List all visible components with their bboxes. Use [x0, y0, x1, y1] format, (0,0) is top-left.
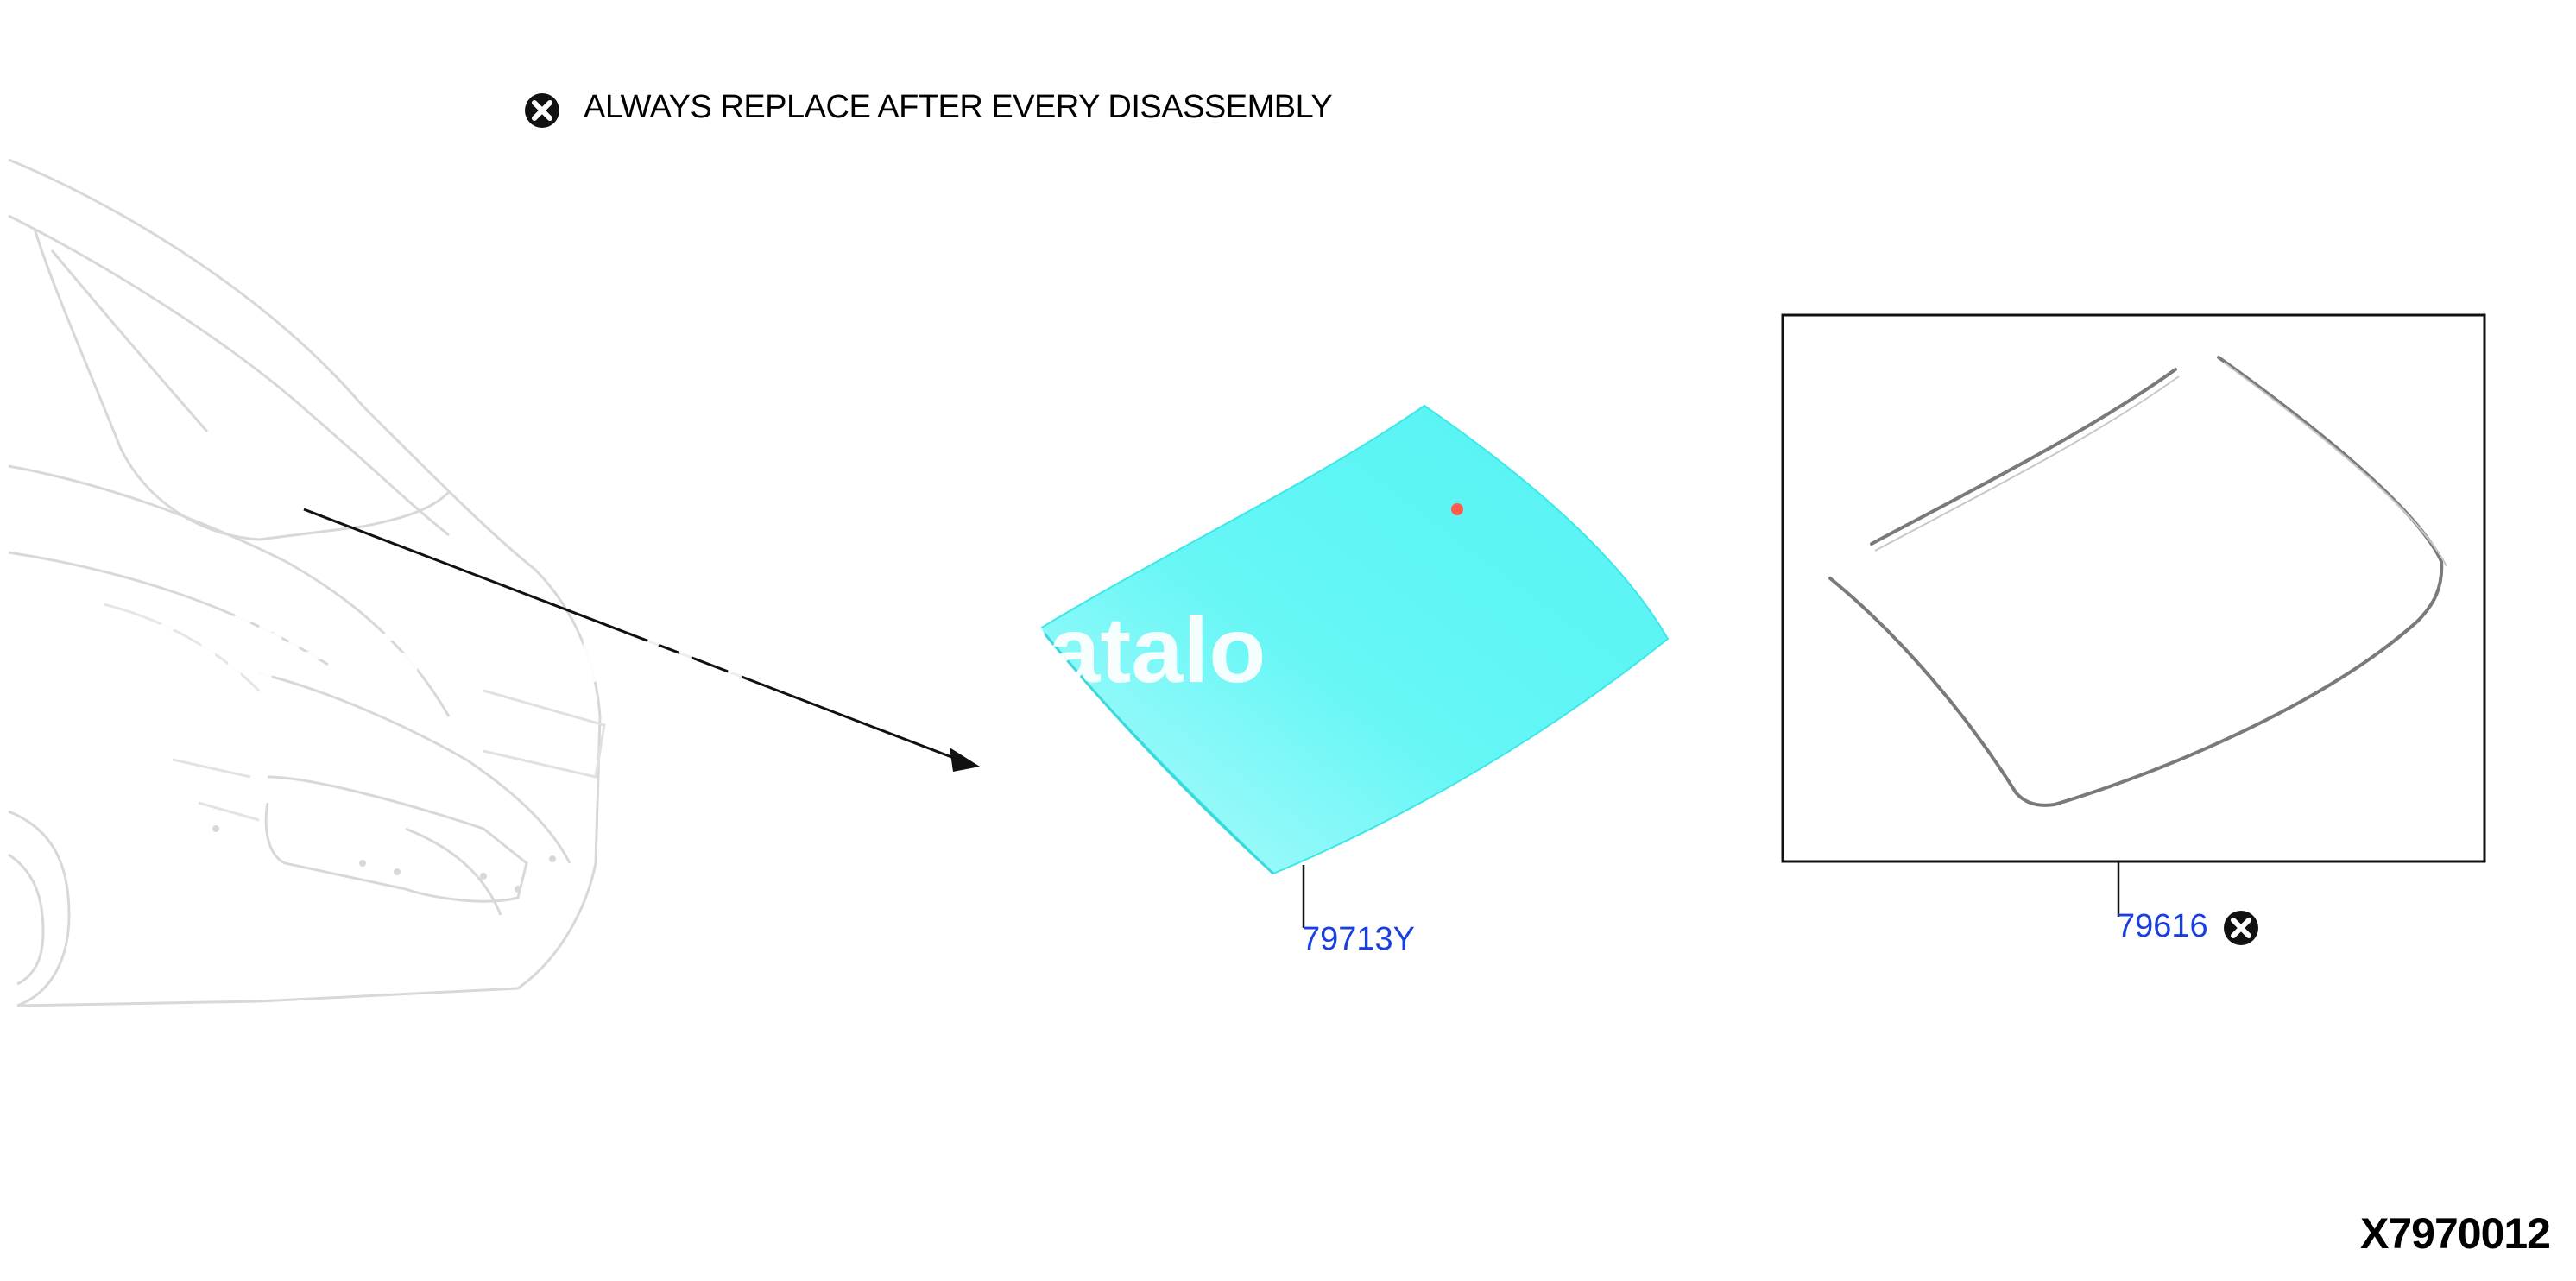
part-callout-79713y[interactable]: 79713Y [1302, 921, 1416, 957]
replace-always-icon [525, 93, 559, 128]
vehicle-rear-illustration [8, 158, 606, 1007]
replace-always-icon [2224, 911, 2258, 945]
part-callout-79616[interactable]: 79616 [2117, 908, 2208, 944]
weatherstrip-molding-shadow [1874, 362, 2447, 567]
legend-text: ALWAYS REPLACE AFTER EVERY DISASSEMBLY [584, 89, 1333, 125]
diagram-code: X7970012 [2359, 1209, 2551, 1258]
weatherstrip-molding[interactable] [1828, 356, 2444, 807]
vehicle-rear-details [212, 825, 556, 893]
location-arrow [303, 508, 980, 772]
weatherstrip-inset-frame [1781, 313, 2486, 863]
back-window-glass[interactable] [1039, 404, 1670, 875]
seal-marker-dot [1451, 503, 1463, 515]
